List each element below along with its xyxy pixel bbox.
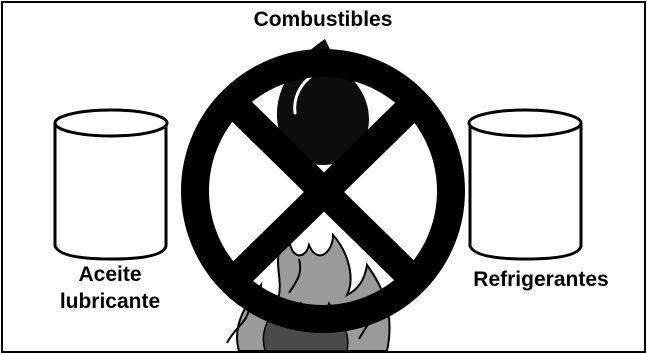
combustibles-label: Combustibles [203, 6, 443, 33]
oil-can-icon [55, 110, 167, 259]
refrigerant-label: Refrigerantes [441, 266, 641, 293]
oil-label: Aceite lubricante [35, 261, 185, 315]
oil-label-line2: lubricante [35, 288, 185, 315]
oil-label-line1: Aceite [35, 261, 185, 288]
refrigerant-can-icon [469, 110, 581, 259]
